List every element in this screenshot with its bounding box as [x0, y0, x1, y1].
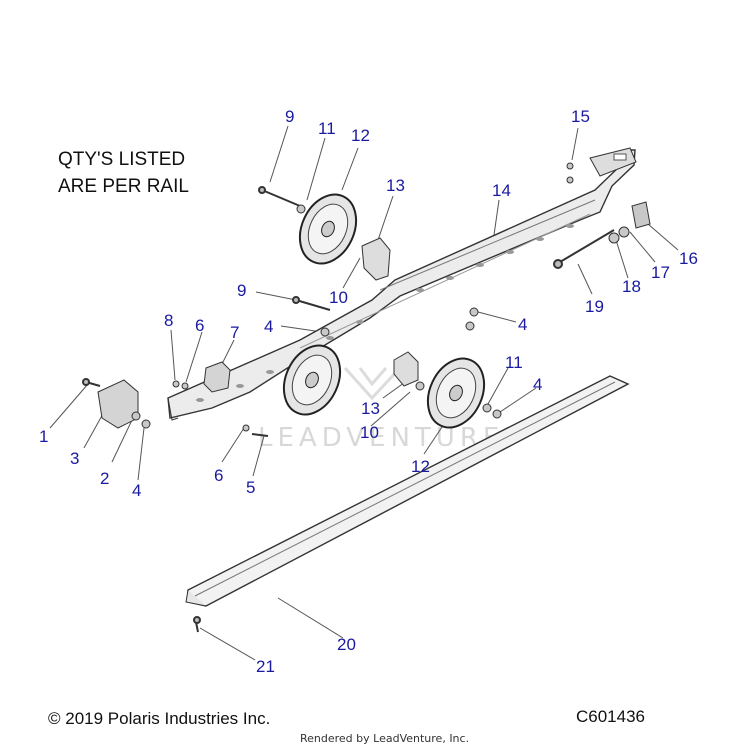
callout-15: 15 [571, 107, 590, 126]
callout-17: 17 [651, 263, 670, 282]
callout-8: 8 [164, 311, 173, 330]
idler-wheel-upper-part [298, 193, 358, 265]
callout-6-upper: 6 [195, 316, 204, 335]
callout-16: 16 [679, 249, 698, 268]
callout-3: 3 [70, 449, 79, 468]
callout-21: 21 [256, 657, 275, 676]
callout-13-lower: 13 [361, 399, 380, 418]
callout-11-lower: 11 [505, 353, 523, 372]
copyright-text: © 2019 Polaris Industries Inc. [48, 709, 271, 728]
callout-5: 5 [246, 478, 255, 497]
callout-12-lower: 12 [411, 457, 430, 476]
callout-2: 2 [100, 469, 109, 488]
callout-20: 20 [337, 635, 356, 654]
callout-labels: 9 11 12 13 14 15 16 17 18 19 9 10 8 6 7 … [39, 107, 698, 676]
callout-4-right: 4 [518, 315, 527, 334]
callout-4-lower-right: 4 [533, 375, 542, 394]
callout-10-lower: 10 [360, 423, 379, 442]
end-block-part [97, 379, 139, 429]
callout-4-bottom-left: 4 [132, 481, 141, 500]
callout-6-lower: 6 [214, 466, 223, 485]
note-line-2: ARE PER RAIL [58, 176, 189, 197]
quantity-note: QTY'S LISTED ARE PER RAIL [58, 146, 189, 200]
callout-18: 18 [622, 277, 641, 296]
watermark-logo [343, 366, 402, 401]
bolts [82, 186, 615, 633]
pad-part [203, 361, 231, 393]
callout-7: 7 [230, 323, 239, 342]
note-line-1: QTY'S LISTED [58, 149, 186, 170]
callout-9-lower: 9 [237, 281, 246, 300]
watermark-text: LEADVENTURE [258, 423, 504, 453]
callout-4-left: 4 [264, 317, 273, 336]
callout-13: 13 [386, 176, 405, 195]
rail-frame-part [167, 147, 637, 421]
leader-lines [49, 125, 679, 661]
callout-11: 11 [318, 119, 336, 138]
callout-1: 1 [39, 427, 48, 446]
spacer-lower-part [393, 351, 419, 387]
spacer-upper-part [361, 237, 391, 281]
callout-19: 19 [585, 297, 604, 316]
idler-wheel-middle-part [282, 344, 342, 416]
slide-part [185, 375, 630, 607]
callout-12: 12 [351, 126, 370, 145]
rendered-by-text: Rendered by LeadVenture, Inc. [300, 732, 470, 745]
drawing-number: C601436 [576, 707, 646, 726]
idler-wheel-lower-part [426, 357, 486, 429]
callout-14: 14 [492, 181, 511, 200]
callout-9: 9 [285, 107, 294, 126]
callout-10-upper: 10 [329, 288, 348, 307]
small-hardware [131, 162, 651, 432]
